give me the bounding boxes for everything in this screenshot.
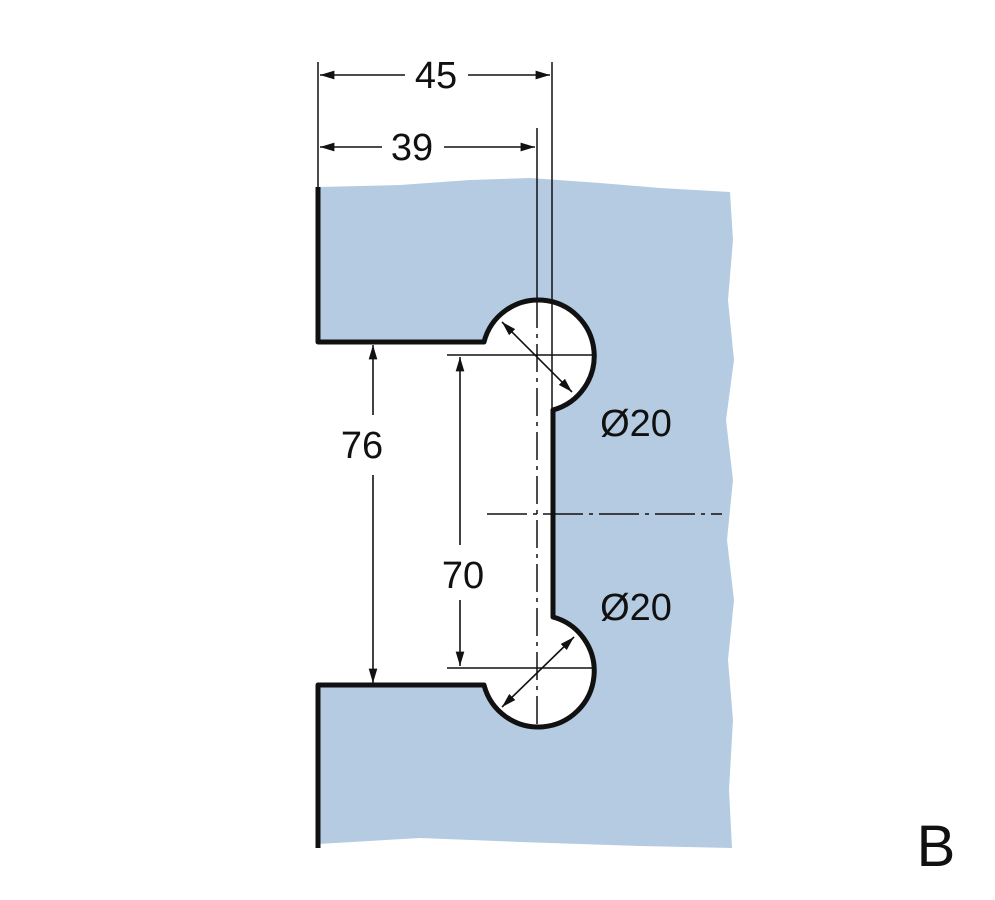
dimension-70: 70 <box>442 555 484 597</box>
glass-profile-fill <box>318 178 734 848</box>
dimension-lines <box>320 70 575 708</box>
diameter-lower: Ø20 <box>600 587 672 629</box>
dimension-39: 39 <box>391 127 433 169</box>
view-label: B <box>917 814 956 879</box>
dimension-76: 76 <box>341 425 383 467</box>
dimension-45: 45 <box>415 55 457 97</box>
diameter-upper: Ø20 <box>600 403 672 445</box>
